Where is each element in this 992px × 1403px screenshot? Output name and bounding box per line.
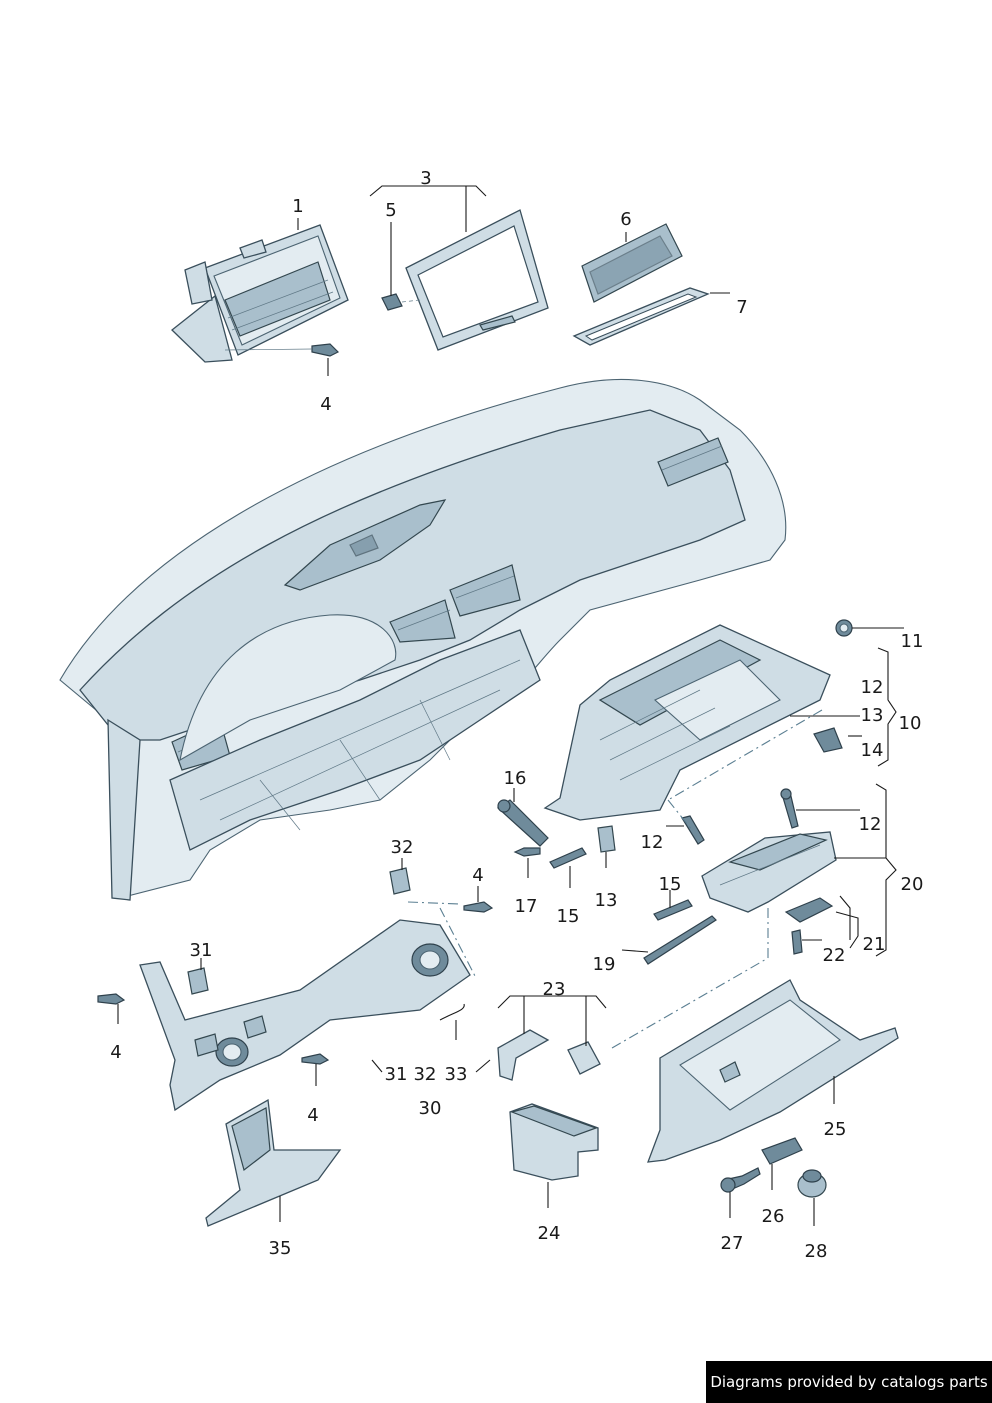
callout-11: 11: [901, 631, 924, 652]
part-glovebox-lid[interactable]: [647, 979, 899, 1163]
callout-13b: 13: [595, 890, 618, 911]
part-pin-12b[interactable]: [681, 815, 705, 845]
part-bracket-20[interactable]: [701, 831, 837, 913]
callout-7: 7: [736, 297, 747, 318]
part-screw-4a[interactable]: [224, 343, 340, 357]
part-tray-24[interactable]: [509, 1103, 599, 1181]
part-button-11[interactable]: [835, 619, 853, 637]
part-knob-28[interactable]: [797, 1169, 827, 1198]
part-bracket-23b[interactable]: [567, 1041, 601, 1075]
part-screw-15b[interactable]: [653, 899, 693, 921]
part-screw-15a[interactable]: [549, 847, 587, 869]
part-display-cover[interactable]: [581, 223, 683, 303]
part-latch-26[interactable]: [761, 1137, 803, 1165]
callout-4b: 4: [472, 865, 483, 886]
callout-15b: 15: [659, 874, 682, 895]
alignment-lines: [407, 709, 823, 1049]
part-dashboard[interactable]: [59, 378, 787, 901]
callout-26: 26: [762, 1206, 785, 1227]
part-glovebox-housing[interactable]: [543, 624, 831, 821]
part-storage-bin[interactable]: [205, 1098, 342, 1227]
part-trim-frame[interactable]: [405, 209, 549, 351]
credit-banner: Diagrams provided by catalogs parts: [706, 1361, 992, 1403]
part-latch-22[interactable]: [784, 897, 834, 923]
callout-12b: 12: [641, 832, 664, 853]
callout-23: 23: [543, 979, 566, 1000]
part-clip-32a[interactable]: [389, 867, 411, 895]
callout-22: 22: [823, 945, 846, 966]
callout-21: 21: [863, 934, 886, 955]
part-hose-33[interactable]: [439, 1003, 465, 1021]
leader-lines: [117, 185, 904, 1226]
callout-25: 25: [824, 1119, 847, 1140]
part-clip-5[interactable]: [381, 293, 421, 311]
callout-27: 27: [721, 1233, 744, 1254]
part-screw-17[interactable]: [513, 847, 541, 857]
callout-1: 1: [292, 196, 303, 217]
callout-30: 30: [419, 1098, 442, 1119]
part-storage-compartment[interactable]: [171, 224, 349, 363]
part-cable-19[interactable]: [643, 915, 717, 965]
callout-17: 17: [515, 896, 538, 917]
callout-10: 10: [899, 713, 922, 734]
callout-16: 16: [504, 768, 527, 789]
callout-12c: 12: [859, 814, 882, 835]
part-screw-27[interactable]: [720, 1167, 761, 1193]
callout-14: 14: [861, 740, 884, 761]
callout-32b: 32: [414, 1064, 437, 1085]
part-frame-seal[interactable]: [572, 287, 710, 346]
callout-19: 19: [593, 954, 616, 975]
part-clip-31a[interactable]: [187, 967, 209, 995]
part-hinge-16[interactable]: [497, 799, 549, 847]
part-lower-trim-panel[interactable]: [139, 919, 471, 1112]
callout-31a: 31: [190, 940, 213, 961]
callout-20: 20: [901, 874, 924, 895]
callout-15a: 15: [557, 906, 580, 927]
part-pin-12c[interactable]: [780, 788, 799, 829]
callout-35: 35: [269, 1238, 292, 1259]
callout-6: 6: [620, 209, 631, 230]
part-screw-4b[interactable]: [463, 901, 494, 913]
callout-31b: 31: [385, 1064, 408, 1085]
part-screw-4c[interactable]: [97, 993, 126, 1005]
part-bracket-23a[interactable]: [497, 1029, 550, 1081]
callout-12a: 12: [861, 677, 884, 698]
callout-32a: 32: [391, 837, 414, 858]
callout-4d: 4: [307, 1105, 318, 1126]
part-screw-4d[interactable]: [301, 1053, 330, 1065]
callout-24: 24: [538, 1223, 561, 1244]
callout-3: 3: [420, 168, 431, 189]
callout-33: 33: [445, 1064, 468, 1085]
callout-4c: 4: [110, 1042, 121, 1063]
part-clip-14[interactable]: [813, 727, 843, 753]
callout-28: 28: [805, 1241, 828, 1262]
callout-numbers: 1 3 5 6 7 4 11 12 10 13 14 16 12 12 32 4…: [110, 168, 923, 1262]
callout-5: 5: [385, 200, 396, 221]
callout-13a: 13: [861, 705, 884, 726]
part-clip-13b[interactable]: [597, 825, 616, 853]
callout-4a: 4: [320, 394, 331, 415]
part-screw-21[interactable]: [791, 929, 803, 955]
